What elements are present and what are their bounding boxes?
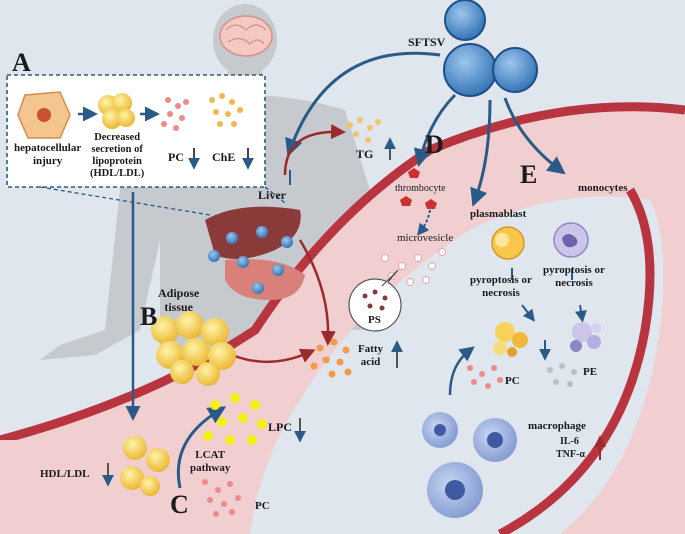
panel-label-e: E — [520, 160, 538, 189]
panel-label-b: B — [140, 302, 158, 331]
liver-icon — [205, 206, 305, 300]
fatty-acid-dots — [310, 338, 352, 378]
injury-label: hepatocellular injury — [14, 142, 82, 167]
monocytes-label: monocytes — [578, 182, 628, 194]
adipose-label: Adipose tissue — [158, 286, 200, 314]
vessel-lower-fill — [0, 440, 60, 534]
panel-a-callout-lines — [39, 186, 286, 216]
vessel-wall-inner — [497, 187, 655, 534]
pyroptosis-label-1: pyroptosis or necrosis — [470, 274, 532, 299]
pyroptosis-label-2: pyroptosis or necrosis — [543, 264, 605, 289]
panel-label-d: D — [425, 130, 444, 159]
tg-dots — [347, 117, 381, 143]
lipoprotein-icon — [98, 93, 135, 129]
ruptured-monocyte-icon — [570, 322, 601, 352]
sftsv-virus-icon — [443, 0, 538, 97]
secretion-label: Decreased secretion of lipoprotein (HDL/… — [90, 132, 145, 180]
pc-dots-c — [202, 479, 241, 517]
ps-bubble — [348, 269, 402, 332]
hepatocyte-icon — [17, 91, 71, 139]
arrow-virus-to-liver — [285, 51, 441, 157]
pe-label: PE — [583, 366, 598, 378]
fatty-acid-label: Fatty acid — [358, 343, 384, 368]
pc-label-a: PC — [168, 150, 184, 164]
arrow-lcat — [176, 406, 227, 489]
arrow-adipose-to-fatty-acid — [231, 348, 316, 363]
lpc-dots — [203, 393, 267, 445]
microvesicle-label: microvesicle — [397, 232, 454, 244]
pc-label-c: PC — [255, 500, 270, 512]
hdl-ldl-label: HDL/LDL — [40, 468, 90, 480]
pc-dots-e — [467, 365, 503, 389]
arrow-liver-to-fatty-acid — [298, 239, 336, 346]
macrophage-icon — [422, 412, 517, 518]
arrow-plasmablast-death — [521, 304, 535, 322]
arrow-monocyte-death — [574, 304, 587, 323]
adipose-tissue-icon — [151, 311, 236, 386]
brain-icon — [219, 15, 273, 57]
thrombocyte-icon — [400, 168, 437, 209]
plasmablast-label: plasmablast — [470, 208, 527, 220]
arrow-macrophage-up — [448, 346, 475, 396]
plasmablast-icon — [491, 226, 525, 260]
panel-label-c: C — [170, 490, 189, 519]
tnf-label: TNF-α — [556, 449, 585, 460]
tg-label: TG — [356, 147, 374, 161]
vessel-wall-outer — [0, 102, 685, 445]
pe-dots — [547, 363, 577, 387]
hdl-ldl-icon — [120, 436, 170, 496]
che-dots — [209, 93, 243, 127]
arrow-virus-to-monocytes — [503, 97, 566, 175]
monocyte-icon — [553, 222, 589, 258]
ps-label: PS — [368, 314, 381, 326]
che-label: ChE — [212, 150, 236, 164]
arrow-virus-to-plasmablast — [470, 99, 492, 207]
liver-label: Liver — [258, 188, 286, 202]
arrow-liver-to-tg — [283, 124, 346, 176]
thrombocyte-label: thrombocyte — [395, 183, 446, 194]
blood-vessel — [0, 106, 685, 534]
panel-label-a: A — [12, 48, 31, 77]
pc-label-e: PC — [505, 375, 520, 387]
lcat-label: LCAT pathway — [190, 449, 231, 474]
arrow-virus-to-thrombocyte — [413, 93, 457, 167]
microvesicle-dots — [381, 248, 446, 286]
macrophage-label: macrophage — [528, 420, 586, 432]
lpc-label: LPC — [268, 420, 292, 434]
ruptured-plasmablast-icon — [493, 322, 528, 357]
virus-label: SFTSV — [408, 35, 446, 49]
pc-dots-a — [161, 97, 189, 131]
il6-label: IL-6 — [560, 436, 579, 447]
arrow-thrombocyte-to-microvesicle — [417, 209, 431, 236]
